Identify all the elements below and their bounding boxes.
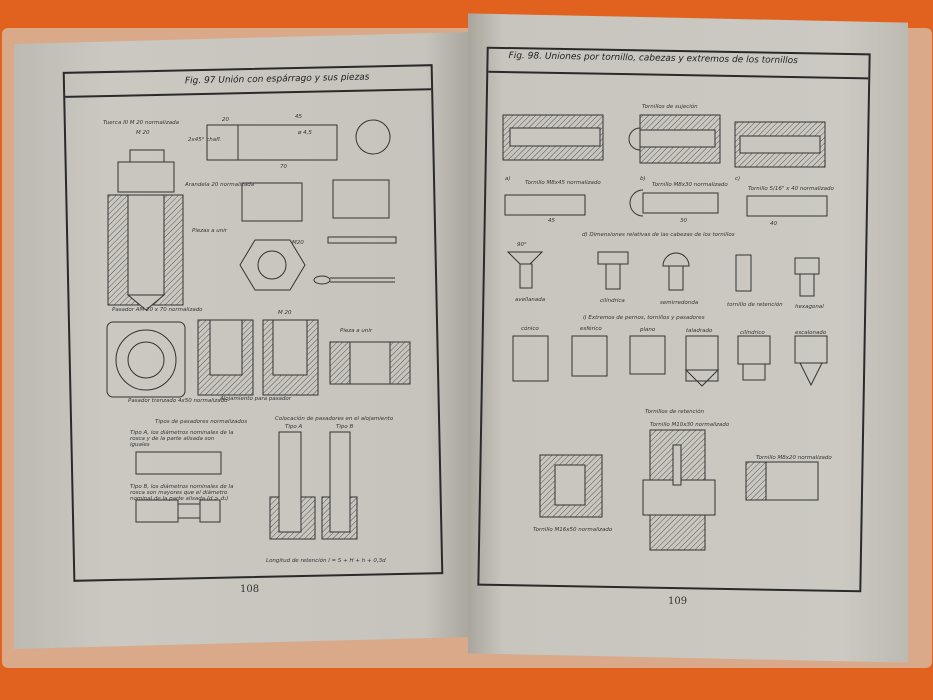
pin-placement-b <box>321 431 358 540</box>
head-countersunk <box>506 251 544 289</box>
pin-type-a <box>135 451 222 475</box>
label: Tornillo M8x30 normalizado <box>652 182 728 188</box>
screw-m8x30 <box>629 189 719 217</box>
label: Tipo B, los diámetros nominales de la ro… <box>130 484 234 502</box>
end-cylindrical <box>737 335 771 381</box>
label: i) Extremos de pernos, tornillos y pasad… <box>583 315 705 321</box>
label: ø 4,5 <box>298 130 312 136</box>
label: escalonado <box>795 330 827 336</box>
end-spherical <box>571 335 608 377</box>
label: semirredonda <box>660 300 699 306</box>
label: 45 <box>548 218 555 224</box>
label: c) <box>735 176 741 182</box>
label: b) <box>640 176 646 182</box>
label: Tipo A, los diámetros nominales de la ro… <box>130 430 234 448</box>
label: Pasador AM 20 x 70 normalizado <box>112 307 203 313</box>
label: 70 <box>280 164 287 170</box>
label: esférico <box>580 326 602 332</box>
washer <box>327 236 397 244</box>
label: Arandela 20 normalizada <box>185 182 255 188</box>
label: Tipos de pasadores normalizados <box>155 419 248 425</box>
label: Tornillo M16x50 normalizado <box>533 527 613 533</box>
label: 45 <box>295 114 302 120</box>
stud-drawing <box>206 124 338 161</box>
label: 2x45° chafl. <box>188 137 222 143</box>
label: Pieza a unir <box>340 328 373 334</box>
label: 30 <box>680 218 687 224</box>
label: Tornillo M8x45 normalizado <box>525 180 601 186</box>
pin-type-b <box>135 499 221 523</box>
label: M20 <box>292 240 304 246</box>
label: 90° <box>517 242 527 248</box>
pin-hole-2 <box>262 319 319 396</box>
label: cónico <box>521 326 539 332</box>
end-stepped <box>794 335 828 387</box>
screw-m8x45 <box>504 194 586 216</box>
page-number: 109 <box>668 596 688 607</box>
label: Tornillo M8x20 normalizado <box>756 455 832 461</box>
end-drilled <box>684 335 720 387</box>
label: plano <box>640 327 656 333</box>
pin-placement-a <box>269 431 316 540</box>
label: hexagonal <box>795 304 824 310</box>
screw-b-assembly <box>628 114 721 164</box>
label: Alojamiento para pasador <box>220 396 292 402</box>
page-number: 108 <box>240 584 260 595</box>
label: cilíndrico <box>740 330 765 336</box>
retention-screw-e <box>642 429 716 551</box>
screw-5-16x40 <box>746 195 828 217</box>
label: Tipo B <box>336 424 354 430</box>
figure-98-title: Fig. 98. Uniones por tornillo, cabezas y… <box>508 51 798 67</box>
slotted-end-view <box>355 119 391 155</box>
label: Tornillos de sujeción <box>642 104 698 110</box>
figure-98-header: Fig. 98. Uniones por tornillo, cabezas y… <box>488 48 869 80</box>
screw-c-assembly <box>734 121 826 168</box>
label: Colocación de pasadores en el alojamient… <box>275 416 394 422</box>
head-set-screw <box>735 254 752 292</box>
label: Pasador trenzado 4x50 normalizado <box>128 398 228 404</box>
retention-screw-d <box>539 454 603 518</box>
label: Tornillo 5/16" x 40 normalizado <box>748 186 834 192</box>
castle-nut-side <box>241 182 303 222</box>
castle-nut-front <box>332 179 390 219</box>
head-round <box>662 252 690 291</box>
head-cylindrical <box>597 251 629 290</box>
retention-screw-f <box>745 461 819 501</box>
end-conical <box>512 335 549 382</box>
label: Longitud de retención l = S + H + h + 0,… <box>266 558 386 564</box>
pin-hole-1 <box>197 319 254 396</box>
label: M 20 <box>278 310 292 316</box>
label: Tornillos de retención <box>645 409 705 415</box>
label: Tipo A <box>285 424 303 430</box>
end-flat <box>629 335 666 375</box>
label: Piezas a unir <box>192 228 227 234</box>
head-hexagonal <box>794 257 820 297</box>
label: Tornillo M10x30 normalizado <box>650 422 730 428</box>
label: 20 <box>222 117 229 123</box>
split-pin <box>313 275 395 285</box>
nut-with-pin-view <box>106 321 186 398</box>
castle-nut-top <box>239 239 306 291</box>
label: Tuerca III M 20 normalizada <box>103 120 179 126</box>
label: tornillo de retención <box>727 302 783 308</box>
screw-a-assembly <box>502 114 604 161</box>
label: d) Dimensiones relativas de las cabezas … <box>582 232 735 238</box>
label: taladrado <box>686 328 713 334</box>
stud-assembly-drawing <box>107 149 184 311</box>
label: a) <box>505 176 511 182</box>
label: 40 <box>770 221 777 227</box>
label: M 20 <box>136 130 150 136</box>
label: cilíndrica <box>600 298 625 304</box>
piece-to-join <box>329 341 411 385</box>
label: avellanada <box>515 297 546 303</box>
